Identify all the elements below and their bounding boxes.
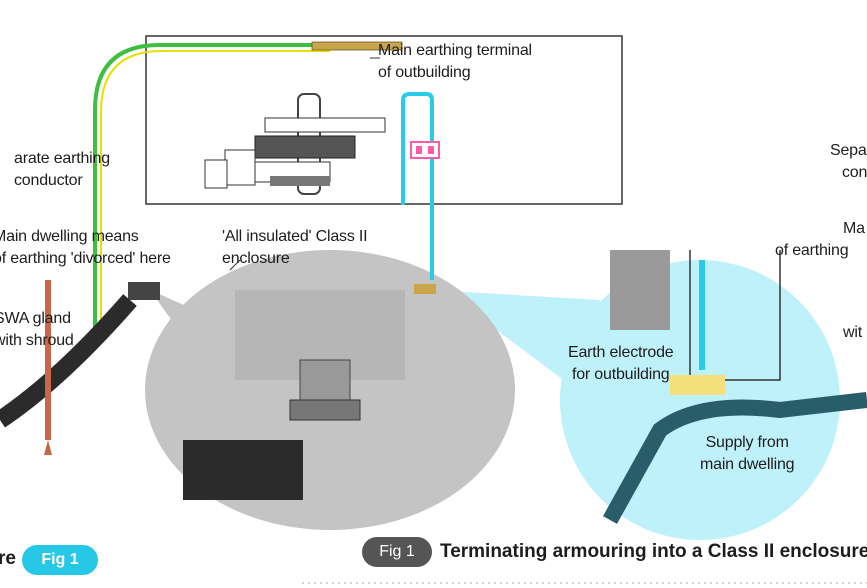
label-supply-line2: main dwelling <box>700 456 795 473</box>
label-with-shroud-right-line1: wit <box>843 324 862 341</box>
label-main-means-right: Ma of earthing <box>775 218 865 262</box>
magnifier-wedge <box>430 290 600 400</box>
label-sep-earth-line1: arate earthing <box>14 150 110 167</box>
label-earth-electrode-line2: for outbuilding <box>571 366 670 383</box>
figure-caption: Terminating armouring into a Class II en… <box>440 541 867 562</box>
label-swa-gland-line2: with shroud <box>0 332 74 349</box>
label-separate-earthing-right: Separ condu <box>830 140 867 184</box>
label-sep-earth-right-line2: condu <box>842 164 867 181</box>
label-with-shroud-right: wit <box>843 322 862 344</box>
gland-small <box>128 282 160 300</box>
terminal-pink <box>410 141 440 159</box>
label-all-insulated: 'All insulated' Class II enclosure <box>222 226 368 270</box>
label-main-earthing-terminal-line1: Main earthing terminal <box>378 42 532 59</box>
label-main-dwelling-line1: Main dwelling means <box>0 228 139 245</box>
label-swa-gland: SWA gland with shroud <box>0 308 74 352</box>
label-sep-earth-line2: conductor <box>14 172 83 189</box>
supply-cable-right <box>603 392 867 524</box>
callout-lines <box>229 57 380 271</box>
earthing-conductor-yellow <box>100 50 330 340</box>
right-brass-bar <box>670 375 725 395</box>
label-main-means-right-line2: of earthing <box>775 242 849 259</box>
dotted-divider <box>300 582 867 584</box>
label-all-insulated-line1: 'All insulated' Class II <box>222 228 368 245</box>
label-main-earthing-terminal: Main earthing terminal of outbuilding <box>378 40 532 84</box>
earthing-conductor-green <box>93 43 330 340</box>
label-main-means-right-line1: Ma <box>843 220 865 237</box>
brass-fitting <box>414 284 436 294</box>
label-swa-gland-line1: SWA gland <box>0 310 71 327</box>
cyan-conductor <box>401 92 434 280</box>
main-earthing-terminal-bar <box>311 41 403 51</box>
label-all-insulated-line2: enclosure <box>222 250 290 267</box>
zoom-pointer <box>150 290 240 360</box>
label-separate-earthing-conductor: arate earthing conductor <box>14 148 110 192</box>
label-main-dwelling-line2: of earthing 'divorced' here <box>0 250 171 267</box>
label-earth-electrode-line1: Earth electrode <box>568 344 674 361</box>
fig-badge-center: Fig 1 <box>362 537 432 567</box>
swa-cable-left <box>0 294 137 428</box>
caption-left-fragment: re <box>0 548 16 569</box>
label-main-dwelling-means: Main dwelling means of earthing 'divorce… <box>0 226 171 270</box>
label-supply-from-main-dwelling: Supply from main dwelling <box>700 432 795 476</box>
label-sep-earth-right-line1: Separ <box>830 142 867 159</box>
enclosure-internals <box>204 93 386 195</box>
right-enclosure-frame <box>610 250 670 330</box>
swa-gland-detail <box>183 359 361 500</box>
label-earth-electrode: Earth electrode for outbuilding <box>568 342 674 386</box>
label-main-earthing-terminal-line2: of outbuilding <box>378 64 471 81</box>
label-supply-line1: Supply from <box>705 434 789 451</box>
fig-badge-left: Fig 1 <box>22 545 98 575</box>
